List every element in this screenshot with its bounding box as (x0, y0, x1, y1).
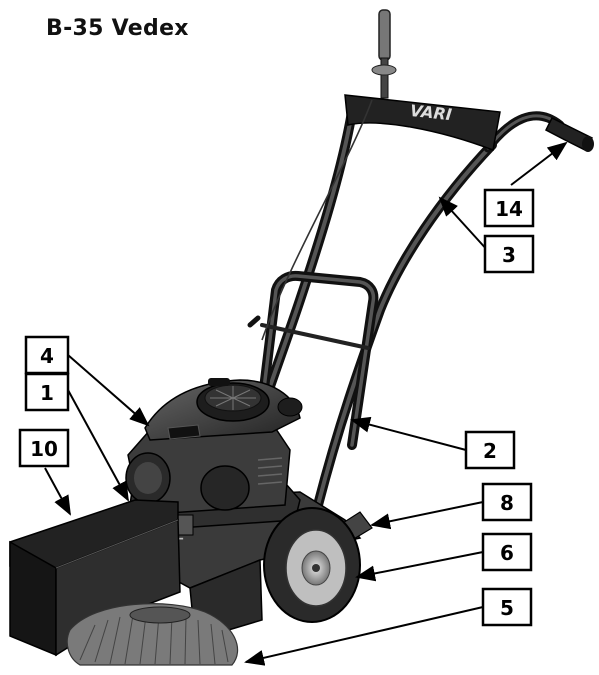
callout-1-label: 1 (40, 381, 54, 405)
callout-14-label: 14 (495, 197, 523, 221)
brush (66, 603, 239, 666)
machine-illustration: VARI ━━━ (9, 9, 594, 666)
arrow-10 (44, 467, 71, 516)
arrow-5 (244, 606, 484, 666)
arrow-3 (438, 196, 490, 253)
callout-2-label: 2 (483, 439, 497, 463)
callout-10-label: 10 (30, 437, 58, 461)
callout-4: 4 (24, 335, 70, 375)
handle-panel: VARI (344, 94, 501, 152)
arrow-4 (67, 354, 150, 427)
callout-3: 3 (483, 234, 535, 274)
callout-8: 8 (481, 482, 533, 522)
handle-brand-text: VARI (409, 101, 453, 124)
callout-6-label: 6 (500, 541, 514, 565)
callout-5-label: 5 (500, 596, 514, 620)
callout-6: 6 (481, 532, 533, 572)
wheel (263, 507, 361, 623)
arrow-14 (510, 141, 568, 186)
leader-arrows (44, 141, 568, 666)
callout-1: 1 (24, 372, 70, 412)
page-title: B-35 Vedex (46, 16, 189, 41)
callout-2: 2 (464, 430, 516, 470)
arrow-2 (350, 416, 467, 451)
arrow-1 (67, 389, 129, 502)
callout-8-label: 8 (500, 491, 514, 515)
callout-14: 14 (483, 188, 535, 228)
arrow-8 (370, 501, 484, 530)
arrow-6 (355, 551, 484, 582)
control-lever (371, 9, 397, 99)
lower-frame (247, 270, 379, 450)
callout-10: 10 (18, 428, 70, 468)
callout-4-label: 4 (40, 344, 54, 368)
throttle-cable (261, 99, 373, 341)
handle-grip (545, 116, 594, 152)
callout-3-label: 3 (502, 243, 516, 267)
callout-5: 5 (481, 587, 533, 627)
